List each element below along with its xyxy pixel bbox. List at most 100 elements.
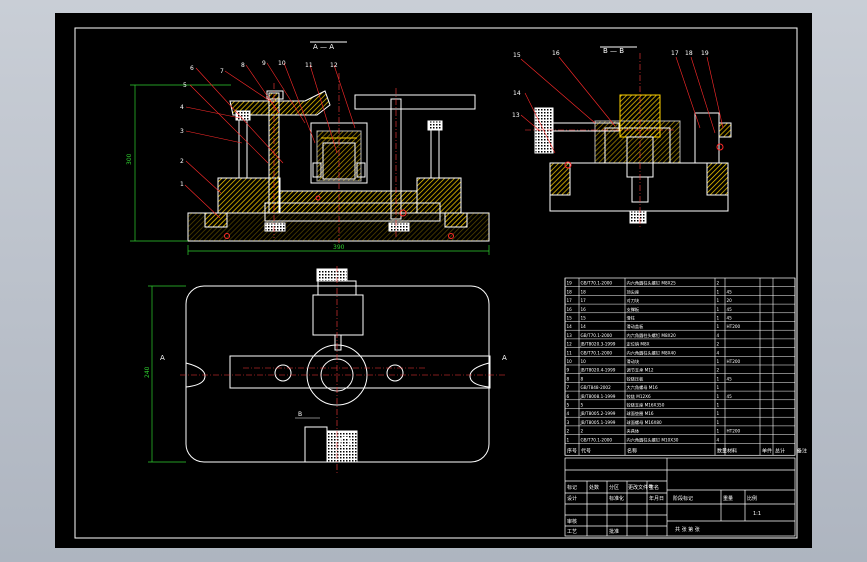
bom-cell: JB/T8008.1-1999 <box>580 394 616 399</box>
svg-text:年月日: 年月日 <box>649 495 664 502</box>
bom-cell: 4 <box>717 350 720 355</box>
bom-cell: 铰链压板 <box>627 375 645 382</box>
bom-cell: 7 <box>567 385 570 390</box>
side-leaders <box>520 56 724 154</box>
bom-cell: 45 <box>727 376 733 381</box>
bom-cell: 45 <box>727 316 733 321</box>
bom-cell: 1 <box>717 403 720 408</box>
bom-cell: 14 <box>581 324 587 329</box>
bom-cell: 2 <box>717 368 720 373</box>
bom-cell: 10 <box>581 359 587 364</box>
svg-text:标记: 标记 <box>567 484 577 491</box>
svg-text:14: 14 <box>513 90 521 97</box>
bom-cell: 1 <box>717 316 720 321</box>
svg-text:17: 17 <box>671 50 679 57</box>
bom-cell: 19 <box>567 281 573 286</box>
bom-cell: 1 <box>717 429 720 434</box>
bom-cell: 18 <box>567 289 573 294</box>
side-section-view[interactable]: B — B <box>534 46 732 224</box>
title-block-labels: 标记 处数 分区 更改文件号 签名 年月日 设计 标准化 审核 工艺 批准 阶段… <box>567 484 761 535</box>
bom-cell: 1 <box>717 359 720 364</box>
bom-cell: 内六角圆柱头螺钉 M8X40 <box>627 349 677 356</box>
bom-cell: 15 <box>567 316 573 321</box>
bom-cell: GB/T70.1-2000 <box>581 437 613 442</box>
bom-cell: 8 <box>581 376 584 381</box>
bom-cell: 45 <box>727 307 733 312</box>
bom-cell: 5 <box>567 403 570 408</box>
side-section-label: B — B <box>603 47 624 55</box>
bom-cell: 顶尖座 <box>627 288 640 295</box>
top-height-dim: 240 <box>144 366 151 378</box>
bom-cell: 18 <box>581 289 587 294</box>
bom-cell: JB/T8020.4-1999 <box>580 368 616 373</box>
svg-text:5: 5 <box>183 82 187 89</box>
title-block <box>564 457 796 537</box>
front-balloons: 1 2 3 4 5 6 7 8 9 10 11 12 <box>180 60 338 188</box>
svg-text:3: 3 <box>180 128 184 135</box>
front-height-dim: 300 <box>126 153 133 165</box>
bom-cell: 1 <box>717 307 720 312</box>
hinge-plate <box>229 90 331 116</box>
front-leaders <box>184 62 356 219</box>
bom-cell: 1 <box>717 420 720 425</box>
bom-cell: 45 <box>727 394 733 399</box>
top-view[interactable] <box>185 268 491 463</box>
svg-text:2: 2 <box>180 158 184 165</box>
bom-cell: 大六角螺母 M16 <box>627 384 659 391</box>
bom-cell: 内六角圆柱头螺钉 M8X20 <box>627 332 677 339</box>
bom-cell: 2 <box>567 429 570 434</box>
svg-text:10: 10 <box>278 60 286 67</box>
bom-cell: 球面垫圈 M16 <box>627 410 654 417</box>
bom-cell: 45 <box>727 289 733 294</box>
bom-cell: 滑柱 <box>627 315 636 322</box>
front-section-label: A — A <box>313 43 334 51</box>
bom-cell: 1 <box>567 437 570 442</box>
top-knob <box>316 268 348 282</box>
bom-cell: 调节支承 M12 <box>627 367 654 374</box>
svg-text:18: 18 <box>685 50 693 57</box>
bom-cell: 滑动盖板 <box>627 323 645 330</box>
svg-text:标准化: 标准化 <box>609 495 624 502</box>
front-section-view[interactable]: A — A <box>187 41 490 242</box>
bom-cell: 1 <box>717 376 720 381</box>
bom-cell: 对刀块 <box>627 297 640 304</box>
svg-text:19: 19 <box>701 50 709 57</box>
bom-cell: 铰链 M12X6 <box>627 393 652 400</box>
bom-cell: 15 <box>581 316 587 321</box>
svg-text:签名: 签名 <box>649 484 659 491</box>
bom-cell: 1 <box>717 298 720 303</box>
bom-cell: 2 <box>717 281 720 286</box>
bom-cell: JB/T8005.1-1999 <box>580 420 616 425</box>
bom-cell: 滑动块 <box>627 358 640 365</box>
bom-cell: 定位销 M8X <box>627 341 650 348</box>
bom-cell: 铰链支座 M16X350 <box>627 402 665 409</box>
bom-cell: 3 <box>567 420 570 425</box>
bom-cell: 1 <box>717 385 720 390</box>
bom-cell: 20 <box>727 298 733 303</box>
bom-header-cell: 代号 <box>581 447 591 454</box>
bom-cell: 4 <box>717 333 720 338</box>
clamp-body-right <box>416 177 462 214</box>
bom-cell: HT200 <box>727 429 741 434</box>
svg-text:9: 9 <box>262 60 266 67</box>
bom-cell: 内六角圆柱头螺钉 M8X25 <box>627 280 677 287</box>
bom-cell: 12 <box>567 342 573 347</box>
svg-text:比例: 比例 <box>747 495 757 502</box>
svg-text:6: 6 <box>190 65 194 72</box>
bom-cell: 17 <box>581 298 587 303</box>
svg-text:审核: 审核 <box>567 518 577 525</box>
front-centerlines <box>273 73 397 243</box>
bom-header-cell: 名称 <box>627 447 637 454</box>
bom-cell: 9 <box>567 368 570 373</box>
svg-text:4: 4 <box>180 104 184 111</box>
bom-cell: 1 <box>717 411 720 416</box>
bom-cell: 16 <box>567 307 573 312</box>
bom-cell: 支撑板 <box>627 306 640 313</box>
top-note: B <box>298 411 302 418</box>
svg-text:1: 1 <box>180 181 184 188</box>
bom-cell: GB/T70.1-2000 <box>581 333 613 338</box>
top-centerlines <box>180 266 507 473</box>
drawing-sheet[interactable]: A — A <box>55 13 812 548</box>
front-dimensions <box>130 84 490 255</box>
